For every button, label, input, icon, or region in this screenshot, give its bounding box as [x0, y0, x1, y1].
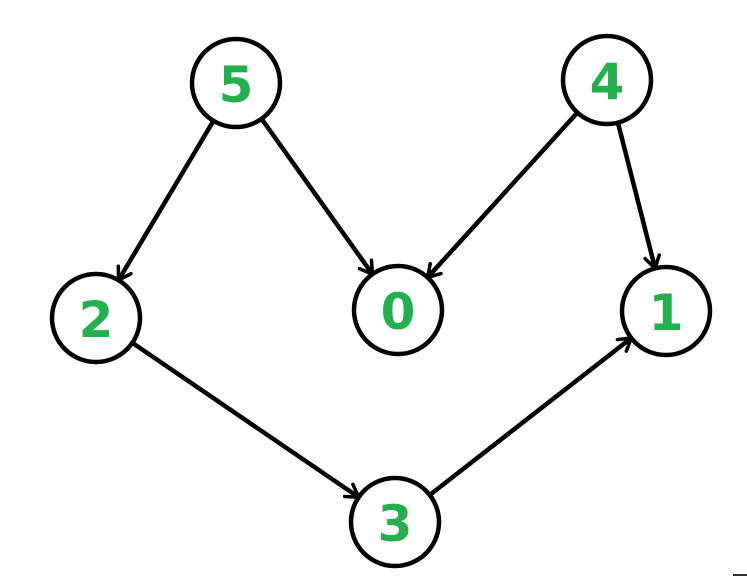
edge-5-to-0 [259, 116, 375, 277]
node-circle [49, 271, 143, 365]
node-label: 0 [381, 283, 416, 341]
edge-line [427, 335, 634, 498]
corner-mark [733, 574, 747, 576]
node-circle [189, 36, 283, 130]
nodes-layer: 5 4 2 0 1 3 [49, 33, 713, 569]
node-circle [560, 33, 654, 127]
edge-line [130, 340, 361, 500]
edge-line [615, 120, 658, 271]
node-3: 3 [348, 475, 442, 569]
edge-line [116, 118, 216, 283]
edge-line [259, 116, 375, 277]
node-circle [619, 264, 713, 358]
edge-2-to-3 [130, 340, 361, 500]
node-circle [348, 475, 442, 569]
node-2: 2 [49, 271, 143, 365]
edge-line [425, 110, 580, 280]
node-0: 0 [351, 263, 445, 357]
edge-3-to-1 [427, 335, 634, 498]
node-label: 1 [649, 284, 684, 342]
node-5: 5 [189, 36, 283, 130]
node-1: 1 [619, 264, 713, 358]
node-label: 5 [219, 56, 254, 114]
node-label: 3 [378, 495, 413, 553]
edge-4-to-1 [615, 120, 661, 271]
edge-5-to-2 [116, 118, 216, 283]
node-circle [351, 263, 445, 357]
node-label: 4 [590, 53, 625, 111]
edge-4-to-0 [425, 110, 580, 280]
edges-layer [116, 110, 661, 500]
node-4: 4 [560, 33, 654, 127]
node-label: 2 [79, 291, 114, 349]
